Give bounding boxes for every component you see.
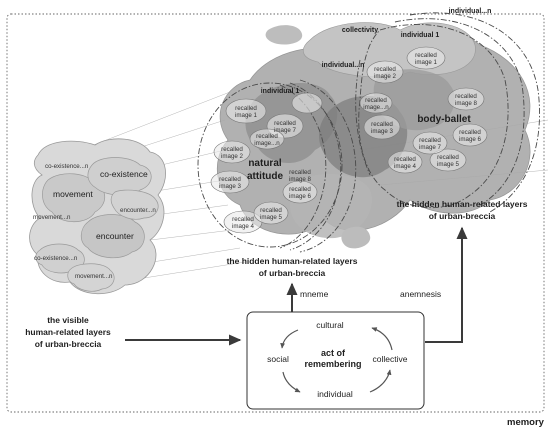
body-ballet-title: body-ballet — [417, 114, 471, 125]
cultural-label: cultural — [316, 320, 344, 330]
act-of-label: act of — [321, 348, 346, 358]
r-recalled-5a: recalled — [437, 154, 459, 161]
cycle-arrow-bottom-left — [282, 371, 301, 393]
collectivity-label: collectivity — [342, 27, 378, 34]
visible-layers-caption: the visible human-related layers of urba… — [25, 315, 111, 349]
encounter-label: encounter — [96, 231, 134, 241]
r-recalled-nb: image...n — [363, 104, 389, 111]
l-recalled-6a: recalled — [289, 186, 311, 193]
cycle-arrow-top-right — [371, 327, 393, 351]
left-sphere-labels: individual 1 individual...n natural atti… — [219, 62, 364, 230]
cycle-arrow-bottom-right — [369, 369, 392, 393]
right-recalled-bubbles — [359, 46, 488, 174]
l-recalled-4a: recalled — [232, 216, 254, 223]
r-recalled-4b: image 4 — [394, 163, 417, 170]
l-recalled-5b: image 5 — [260, 214, 283, 221]
movement-n-left-label: movement...n — [33, 214, 71, 221]
visible-line-3: of urban-breccia — [35, 339, 102, 349]
l-recalled-7a: recalled — [274, 120, 296, 127]
l-recalled-8b: image 8 — [289, 176, 312, 183]
hidden-right-line-1: the hidden human-related layers — [397, 199, 528, 209]
right-individual-1: individual 1 — [401, 32, 440, 39]
r-recalled-8b: image 8 — [455, 100, 478, 107]
mneme-label: mneme — [300, 289, 329, 299]
r-recalled-2a: recalled — [374, 66, 396, 73]
right-individual-n: individual...n — [449, 8, 492, 15]
r-recalled-8a: recalled — [455, 93, 477, 100]
hidden-left-line-1: the hidden human-related layers — [227, 256, 358, 266]
r-recalled-na: recalled — [365, 97, 387, 104]
l-recalled-8a: recalled — [289, 169, 311, 176]
anemnesis-label: anemnesis — [400, 289, 441, 299]
l-recalled-1b: image 1 — [235, 112, 258, 119]
hidden-right-line-2: of urban-breccia — [429, 211, 496, 221]
hidden-caption-left: the hidden human-related layers of urban… — [227, 256, 358, 278]
l-recalled-2a: recalled — [221, 146, 243, 153]
r-recalled-5b: image 5 — [437, 161, 460, 168]
l-recalled-3a: recalled — [219, 176, 241, 183]
cycle-arrow-top-left — [280, 329, 299, 349]
l-recalled-nb: image...n — [254, 140, 280, 147]
visible-line-1: the visible — [47, 315, 89, 325]
r-recalled-6a: recalled — [459, 129, 481, 136]
r-recalled-3b: image 3 — [371, 128, 394, 135]
co-existence-label: co-existence — [100, 169, 148, 179]
l-recalled-6b: image 6 — [289, 193, 312, 200]
collective-label: collective — [373, 354, 408, 364]
l-recalled-4b: image 4 — [232, 223, 255, 230]
social-label: social — [267, 354, 289, 364]
visible-layers-cluster: co-existence...n co-existence movement e… — [29, 138, 166, 295]
l-recalled-na: recalled — [256, 133, 278, 140]
hidden-left-line-2: of urban-breccia — [259, 268, 326, 278]
r-recalled-7b: image 7 — [419, 144, 442, 151]
individual-label: individual — [317, 389, 353, 399]
r-recalled-2b: image 2 — [374, 73, 397, 80]
co-existence-n-top-label: co-existence...n — [45, 163, 89, 170]
l-recalled-2b: image 2 — [221, 153, 244, 160]
r-recalled-1a: recalled — [415, 52, 437, 59]
co-existence-n-bottom-label: co-existence...n — [34, 255, 78, 262]
anemnesis-arrow — [425, 226, 468, 343]
r-recalled-3a: recalled — [371, 121, 393, 128]
remembering-box: cultural social collective individual ac… — [246, 311, 425, 410]
body-ballet-sphere — [355, 12, 540, 213]
memory-label: memory — [507, 417, 545, 428]
r-recalled-6b: image 6 — [459, 136, 482, 143]
natural-attitude-line-2: attitude — [247, 171, 284, 182]
encounter-n-label: encounter...n — [120, 207, 156, 214]
left-recalled-bubbles — [210, 92, 323, 234]
l-recalled-3b: image 3 — [219, 183, 242, 190]
l-recalled-1a: recalled — [235, 105, 257, 112]
remembering-label: remembering — [304, 359, 361, 369]
natural-attitude-line-1: natural — [248, 158, 282, 169]
movement-n-bottom-label: movement...n — [75, 273, 113, 280]
visible-line-2: human-related layers — [25, 327, 111, 337]
right-sphere-labels: collectivity individual...n individual 1… — [342, 8, 491, 170]
left-individual-n: individual...n — [322, 62, 365, 69]
natural-attitude-sphere — [197, 79, 357, 253]
r-recalled-1b: image 1 — [415, 59, 438, 66]
movement-label: movement — [53, 189, 93, 199]
r-recalled-7a: recalled — [419, 137, 441, 144]
l-recalled-7b: image 7 — [274, 127, 297, 134]
hidden-caption-right: the hidden human-related layers of urban… — [397, 199, 528, 221]
l-recalled-5a: recalled — [260, 207, 282, 214]
left-individual-1: individual 1 — [261, 88, 300, 95]
r-recalled-4a: recalled — [394, 156, 416, 163]
